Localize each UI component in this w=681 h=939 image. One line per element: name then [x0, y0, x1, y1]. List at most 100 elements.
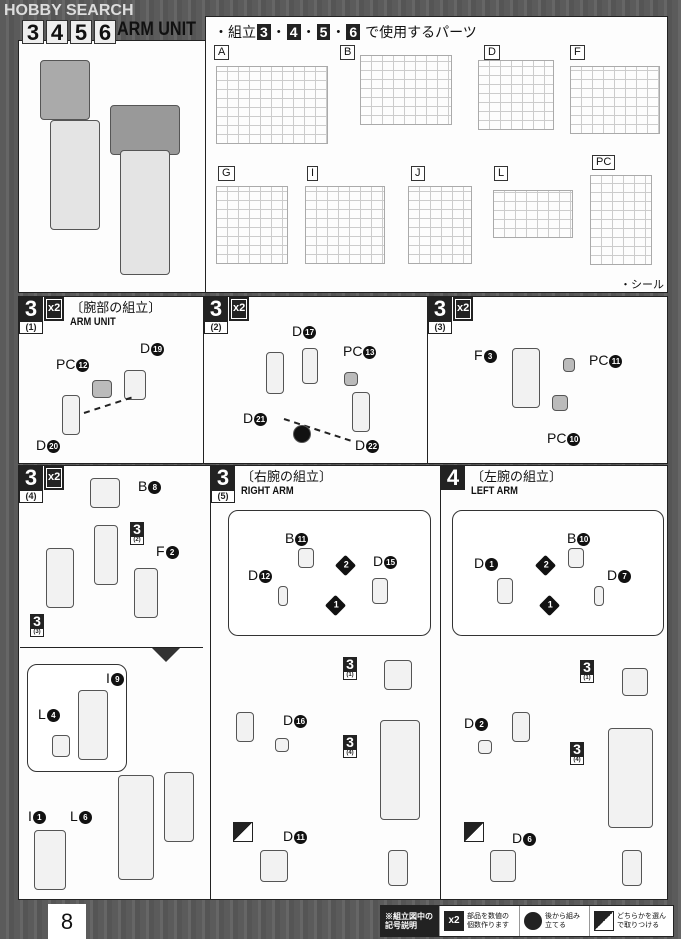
part-number-badge: 6 — [78, 811, 92, 824]
part-drawing — [52, 735, 70, 757]
x2-icon: x2 — [229, 297, 250, 321]
part-number-badge: 10 — [567, 433, 581, 446]
part-drawing — [568, 548, 584, 568]
part-drawing — [352, 392, 370, 432]
part-drawing — [380, 720, 420, 820]
sprue-g — [216, 186, 288, 264]
part-number-badge: 1 — [32, 811, 46, 824]
legend-item: どちらかを選んで取りつける — [589, 906, 673, 936]
x2-icon: x2 — [444, 911, 464, 931]
legend-title: ※組立図中の記号説明 — [381, 906, 439, 936]
choice-icon — [464, 822, 484, 842]
part-drawing — [512, 348, 540, 408]
part-number-badge: 1 — [485, 558, 499, 571]
part-number-badge: 3 — [483, 350, 497, 363]
step-number: 5 — [70, 20, 92, 45]
part-number-badge: 21 — [254, 413, 268, 426]
part-drawing — [298, 548, 314, 568]
step-header-3-4: 3(4)x2 — [19, 466, 65, 503]
part-number-badge: 7 — [618, 570, 632, 583]
step-ref-3-1: 3(1) — [580, 660, 594, 683]
part-drawing — [46, 548, 74, 608]
part-number-badge: 2 — [475, 718, 489, 731]
part-number-badge: 2 — [165, 546, 179, 559]
part-drawing — [372, 578, 388, 604]
arrow-down-icon — [152, 648, 180, 662]
part-number-badge: 4 — [46, 709, 60, 722]
part-drawing — [622, 850, 642, 886]
sprue-d — [478, 60, 554, 130]
detail-inset — [27, 664, 127, 772]
part-drawing — [275, 738, 289, 752]
part-drawing — [478, 740, 492, 754]
step-number: 4 — [46, 20, 68, 45]
half-circle-icon — [293, 425, 311, 443]
part-drawing — [118, 775, 154, 880]
step-ref-3-1: 3(1) — [343, 657, 357, 680]
step-number: 3 — [22, 20, 44, 45]
part-drawing — [34, 830, 66, 890]
sprue-label-g: G — [218, 166, 235, 181]
part-drawing — [124, 370, 146, 400]
part-drawing — [388, 850, 408, 886]
step-ref-3-4: 3(4) — [343, 735, 357, 758]
part-drawing — [90, 478, 120, 508]
choice-icon — [594, 911, 614, 931]
part-drawing — [78, 690, 108, 760]
part-number-badge: 9 — [110, 673, 124, 686]
part-drawing — [92, 380, 112, 398]
sprue-label-i: I — [307, 166, 319, 181]
sprue-l — [493, 190, 573, 238]
part-number-badge: 8 — [148, 481, 162, 494]
arm-illustration — [40, 60, 90, 120]
x2-icon: x2 — [44, 297, 65, 321]
part-drawing — [278, 586, 288, 606]
part-drawing — [563, 358, 575, 372]
sprue-f — [570, 66, 660, 134]
part-number-badge: 11 — [295, 533, 309, 546]
step-header-3-1: 3(1)x2 〔腕部の組立〕ARM UNIT — [19, 297, 161, 334]
legend-item: 後から組み立てる — [519, 906, 589, 936]
part-drawing — [490, 850, 516, 882]
part-drawing — [512, 712, 530, 742]
sprue-label-b: B — [340, 45, 356, 60]
sprue-a — [216, 66, 328, 144]
page-number: 8 — [48, 904, 86, 939]
sprue-label-f: F — [570, 45, 585, 60]
sprue-j — [408, 186, 472, 264]
part-number-badge: 12 — [259, 570, 273, 583]
detail-inset — [452, 510, 664, 636]
part-number-badge: 11 — [294, 831, 308, 844]
part-drawing — [260, 850, 288, 882]
part-drawing — [497, 578, 513, 604]
part-number-badge: 6 — [523, 833, 537, 846]
choice-icon — [233, 822, 253, 842]
step-header-4: 4 〔左腕の組立〕LEFT ARM — [441, 466, 562, 497]
step-ref-3-3: 3(3) — [30, 614, 44, 637]
part-number-badge: 16 — [294, 715, 308, 728]
part-drawing — [164, 772, 194, 842]
seal-note: ・シール — [620, 279, 664, 291]
step-numbers: 3 4 5 6 — [22, 20, 116, 45]
sprue-b — [360, 55, 452, 125]
part-number-badge: 13 — [363, 346, 377, 359]
step-number: 6 — [94, 20, 116, 45]
sprue-i — [305, 186, 385, 264]
part-number-badge: 20 — [47, 440, 61, 453]
